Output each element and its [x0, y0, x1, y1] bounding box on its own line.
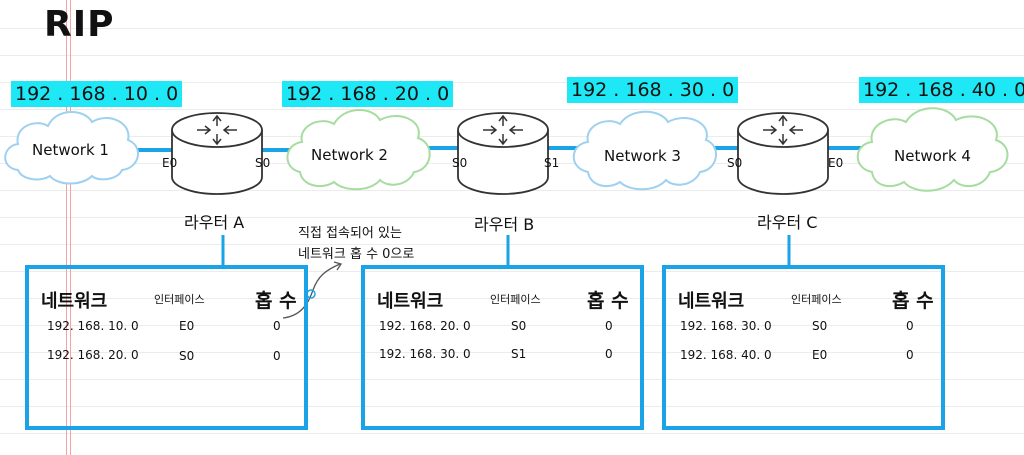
network-3-cloud — [572, 110, 717, 191]
table-a-row2-interface: S0 — [179, 349, 195, 363]
network-4-ip: 192 . 168 . 40 . 0 — [859, 77, 1024, 103]
table-b-row2-hops: 0 — [605, 347, 613, 361]
direct-connection-note: 직접 접속되어 있는 네트워크 홉 수 0으로 — [298, 223, 414, 265]
table-c-row2-interface: E0 — [812, 348, 828, 362]
note-line-1: 직접 접속되어 있는 — [298, 226, 402, 241]
table-b-row2-network: 192. 168. 30. 0 — [379, 347, 471, 361]
router-c-arrows-icon — [763, 114, 803, 146]
router-b-right-port: S1 — [544, 156, 560, 170]
table-c-row1-network: 192. 168. 30. 0 — [680, 319, 772, 333]
router-a-name: 라우터 A — [184, 213, 245, 232]
table-c-row2-hops: 0 — [906, 348, 914, 362]
table-a-row2-hops: 0 — [273, 349, 281, 363]
network-1-cloud — [4, 111, 139, 185]
network-1-label: Network 1 — [32, 141, 109, 159]
router-c-name: 라우터 C — [757, 213, 818, 232]
network-4-cloud — [856, 107, 1009, 192]
header-network: 네트워크 — [377, 291, 444, 312]
network-4-label: Network 4 — [894, 147, 971, 165]
routing-table-a: 네트워크 인터페이스 홉 수 192. 168. 10. 0 E0 0 192.… — [25, 265, 308, 430]
table-a-row1-interface: E0 — [179, 319, 195, 333]
network-2-label: Network 2 — [311, 146, 388, 164]
router-c-right-port: E0 — [828, 156, 844, 170]
table-a-row1-network: 192. 168. 10. 0 — [47, 319, 139, 333]
table-c-row1-interface: S0 — [812, 319, 828, 333]
table-c-row2-network: 192. 168. 40. 0 — [680, 348, 772, 362]
header-network: 네트워크 — [41, 291, 108, 312]
margin-line — [70, 0, 71, 455]
table-c-row1-hops: 0 — [906, 319, 914, 333]
router-b-name: 라우터 B — [474, 215, 535, 234]
router-b-left-port: S0 — [452, 156, 468, 170]
router-a-right-port: S0 — [255, 156, 271, 170]
header-interface: 인터페이스 — [791, 293, 842, 306]
network-2-ip: 192 . 168 . 20 . 0 — [282, 81, 454, 107]
network-2-cloud — [286, 108, 431, 191]
header-network: 네트워크 — [678, 291, 745, 312]
header-hops: 홉 수 — [587, 290, 629, 312]
router-a-left-port: E0 — [162, 156, 178, 170]
router-b-arrows-icon — [483, 114, 523, 146]
router-c-left-port: S0 — [727, 156, 743, 170]
routing-table-c: 네트워크 인터페이스 홉 수 192. 168. 30. 0 S0 0 192.… — [662, 265, 945, 430]
table-b-row1-hops: 0 — [605, 319, 613, 333]
router-c-icon — [737, 112, 829, 195]
header-hops: 홉 수 — [255, 290, 297, 312]
routing-table-b: 네트워크 인터페이스 홉 수 192. 168. 20. 0 S0 0 192.… — [361, 265, 644, 430]
header-interface: 인터페이스 — [154, 293, 205, 306]
page-title: RIP — [44, 4, 115, 45]
network-1-ip: 192 . 168 . 10 . 0 — [11, 81, 183, 107]
header-interface: 인터페이스 — [490, 293, 541, 306]
note-line-2: 네트워크 홉 수 0으로 — [298, 247, 415, 262]
table-a-row1-hops: 0 — [273, 319, 281, 333]
router-a-icon — [171, 112, 263, 195]
header-hops: 홉 수 — [892, 290, 934, 312]
network-3-label: Network 3 — [604, 147, 681, 165]
network-3-ip: 192 . 168 . 30 . 0 — [567, 77, 739, 103]
router-a-arrows-icon — [197, 114, 237, 146]
router-b-icon — [457, 112, 549, 195]
margin-line — [66, 0, 67, 455]
table-a-row2-network: 192. 168. 20. 0 — [47, 348, 139, 362]
table-b-row1-interface: S0 — [511, 319, 527, 333]
table-b-row2-interface: S1 — [511, 347, 527, 361]
table-b-row1-network: 192. 168. 20. 0 — [379, 319, 471, 333]
